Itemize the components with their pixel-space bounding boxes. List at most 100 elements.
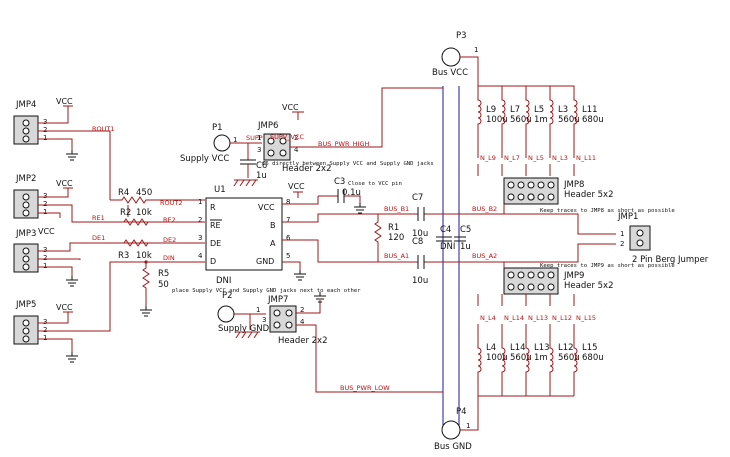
svg-text:0.1u: 0.1u bbox=[342, 188, 361, 198]
svg-text:10k: 10k bbox=[136, 208, 152, 218]
svg-text:JMP2: JMP2 bbox=[15, 174, 36, 184]
svg-text:R2: R2 bbox=[120, 208, 131, 218]
svg-text:3: 3 bbox=[262, 316, 266, 324]
p2-supply-gnd: P2 Supply GND 1 bbox=[217, 291, 270, 339]
bus-a-line: BUS_A1 BUS_A2 C8 10u bbox=[384, 237, 616, 286]
svg-text:4: 4 bbox=[300, 318, 305, 326]
svg-text:3: 3 bbox=[198, 234, 202, 242]
svg-text:BUS_PWR_LOW: BUS_PWR_LOW bbox=[340, 384, 390, 392]
svg-text:N_L3: N_L3 bbox=[552, 154, 568, 162]
svg-text:C7: C7 bbox=[412, 193, 423, 203]
svg-text:N_L14: N_L14 bbox=[504, 314, 524, 322]
svg-text:Close to VCC pin: Close to VCC pin bbox=[348, 181, 402, 187]
svg-text:VCC: VCC bbox=[288, 182, 305, 191]
svg-text:1: 1 bbox=[43, 334, 47, 342]
svg-text:2: 2 bbox=[43, 254, 47, 262]
p4-bus-gnd: P4 1 Bus GND bbox=[434, 396, 479, 452]
svg-text:2: 2 bbox=[294, 134, 298, 142]
svg-text:RE2: RE2 bbox=[163, 216, 176, 224]
svg-text:100u: 100u bbox=[486, 115, 508, 125]
r5-resistor: R5 50 bbox=[139, 260, 169, 317]
r1-resistor: R1 120 bbox=[374, 214, 404, 262]
svg-text:JMP9: JMP9 bbox=[563, 271, 584, 281]
svg-text:3: 3 bbox=[43, 118, 47, 126]
svg-text:560u: 560u bbox=[510, 353, 532, 363]
svg-text:10k: 10k bbox=[136, 251, 152, 261]
svg-text:2: 2 bbox=[43, 200, 47, 208]
svg-text:L12: L12 bbox=[558, 343, 574, 353]
svg-text:DIN: DIN bbox=[163, 254, 175, 262]
svg-text:BUS_A1: BUS_A1 bbox=[384, 252, 409, 260]
svg-text:1: 1 bbox=[257, 134, 261, 142]
svg-text:680u: 680u bbox=[582, 115, 604, 125]
svg-text:BUS_B2: BUS_B2 bbox=[472, 205, 497, 213]
svg-text:1u: 1u bbox=[256, 171, 267, 181]
svg-text:SUPP: SUPP bbox=[246, 134, 263, 142]
svg-text:4: 4 bbox=[294, 146, 299, 154]
svg-text:560u: 560u bbox=[558, 115, 580, 125]
svg-text:1m: 1m bbox=[534, 115, 548, 125]
svg-text:C6: C6 bbox=[256, 161, 267, 171]
svg-text:N_L4: N_L4 bbox=[480, 314, 496, 322]
svg-text:6: 6 bbox=[286, 234, 291, 242]
svg-text:R: R bbox=[210, 203, 216, 212]
svg-text:680u: 680u bbox=[582, 353, 604, 363]
svg-text:SUPV_VCC: SUPV_VCC bbox=[270, 133, 304, 141]
svg-text:2: 2 bbox=[43, 126, 47, 134]
svg-text:L13: L13 bbox=[534, 343, 550, 353]
svg-text:C8: C8 bbox=[412, 237, 423, 247]
jmp6-header: JMP6 1 3 2 4 Header 2x2 SUPV_VCC VCC BUS… bbox=[257, 87, 443, 174]
p1-supply-vcc: P1 1 Supply VCC SUPP bbox=[180, 123, 263, 164]
svg-text:BUS_A2: BUS_A2 bbox=[472, 252, 497, 260]
svg-text:C3: C3 bbox=[334, 177, 345, 187]
svg-text:JMP1: JMP1 bbox=[617, 212, 638, 222]
jmp5-header: JMP5 3 2 1 VCC bbox=[13, 261, 205, 363]
jmp7-header: JMP7 3 2 4 Header 2x2 place Supply VCC a… bbox=[172, 288, 443, 393]
svg-text:560u: 560u bbox=[558, 353, 580, 363]
svg-text:1m: 1m bbox=[534, 353, 548, 363]
svg-text:Header 5x2: Header 5x2 bbox=[564, 281, 614, 291]
svg-text:7: 7 bbox=[286, 216, 290, 224]
svg-text:R4: R4 bbox=[118, 188, 129, 198]
svg-text:JMP4: JMP4 bbox=[15, 100, 36, 110]
svg-text:10u: 10u bbox=[412, 276, 428, 286]
svg-text:B: B bbox=[270, 221, 276, 230]
svg-text:RE1: RE1 bbox=[92, 214, 105, 222]
svg-text:1: 1 bbox=[256, 306, 260, 314]
svg-text:N_L12: N_L12 bbox=[552, 314, 572, 322]
r4-resistor: R4 450 ROUT2 bbox=[110, 188, 205, 207]
svg-text:DE2: DE2 bbox=[163, 236, 176, 244]
svg-text:VCC: VCC bbox=[258, 203, 275, 212]
svg-text:P1: P1 bbox=[212, 123, 223, 133]
p3-bus-vcc: P3 1 Bus VCC bbox=[432, 31, 575, 96]
svg-text:ROUT2: ROUT2 bbox=[160, 199, 183, 207]
svg-text:2: 2 bbox=[43, 326, 47, 334]
svg-text:C6 directly between Supply VCC: C6 directly between Supply VCC and Suppl… bbox=[262, 161, 434, 167]
jmp9-header: JMP9 Header 5x2 Keep traces to JMP9 as s… bbox=[477, 262, 675, 306]
svg-text:DE1: DE1 bbox=[92, 234, 105, 242]
svg-text:L7: L7 bbox=[510, 105, 520, 115]
svg-text:Header 5x2: Header 5x2 bbox=[564, 190, 614, 200]
svg-text:GND: GND bbox=[256, 257, 274, 266]
c3-capacitor: C3 0.1u Close to VCC pin bbox=[318, 177, 402, 214]
svg-text:L9: L9 bbox=[486, 105, 496, 115]
svg-text:Supply GND: Supply GND bbox=[218, 324, 270, 334]
svg-text:L5: L5 bbox=[534, 105, 544, 115]
svg-text:L15: L15 bbox=[582, 343, 598, 353]
svg-text:N_L9: N_L9 bbox=[480, 154, 496, 162]
svg-text:Header 2x2: Header 2x2 bbox=[278, 336, 328, 346]
svg-text:BUS_B1: BUS_B1 bbox=[384, 205, 409, 213]
jmp3-header: JMP3 3 2 1 VCC DE1 bbox=[13, 227, 205, 287]
jmp2-header: JMP2 3 2 1 VCC RE1 bbox=[13, 174, 205, 223]
svg-text:1: 1 bbox=[620, 230, 624, 238]
svg-text:D: D bbox=[210, 257, 216, 266]
svg-text:3: 3 bbox=[43, 318, 47, 326]
svg-text:P2: P2 bbox=[222, 291, 233, 301]
svg-text:R1: R1 bbox=[388, 223, 399, 233]
r2-resistor: R2 10k RE2 bbox=[120, 205, 176, 226]
svg-text:1: 1 bbox=[43, 262, 47, 270]
svg-text:L4: L4 bbox=[486, 343, 496, 353]
svg-text:C4: C4 bbox=[440, 225, 451, 235]
svg-text:1: 1 bbox=[43, 134, 47, 142]
